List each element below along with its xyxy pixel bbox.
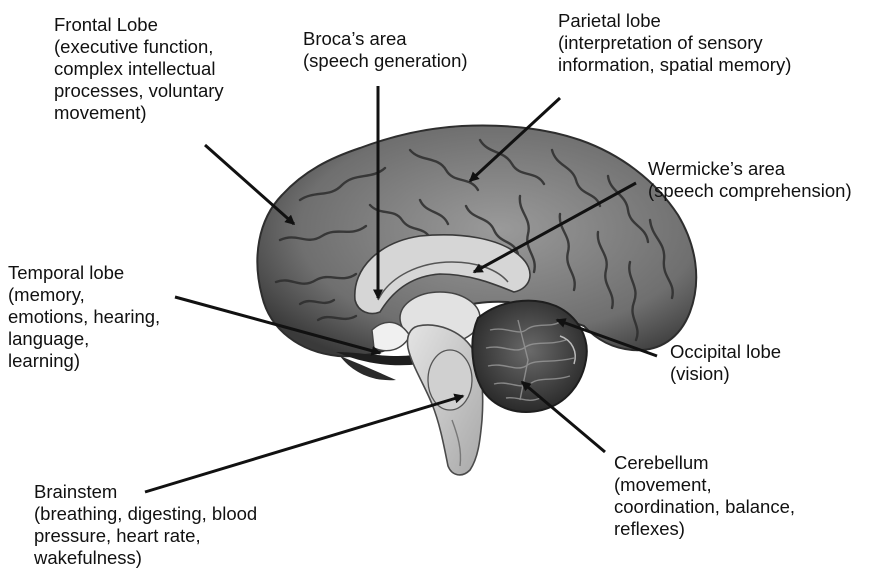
frontal-arrow [205,145,294,224]
brainstem-label: Brainstem (breathing, digesting, blood p… [34,481,257,569]
occipital-lobe-desc: (vision) [670,363,781,385]
cerebellum-shape [472,301,586,412]
brainstem-desc-3: wakefulness) [34,547,257,569]
wernicke-area-title: Wermicke’s area [648,158,852,180]
frontal-lobe-desc-2: complex intellectual [54,58,224,80]
temporal-lobe-desc-4: learning) [8,350,160,372]
occipital-lobe-label: Occipital lobe (vision) [670,341,781,385]
frontal-lobe-desc-3: processes, voluntary [54,80,224,102]
parietal-lobe-desc-2: information, spatial memory) [558,54,791,76]
occipital-lobe-title: Occipital lobe [670,341,781,363]
broca-area-title: Broca’s area [303,28,468,50]
temporal-lobe-desc-2: emotions, hearing, [8,306,160,328]
brainstem-arrow [145,396,463,492]
cerebellum-label: Cerebellum (movement, coordination, bala… [614,452,795,540]
brainstem-desc-1: (breathing, digesting, blood [34,503,257,525]
wernicke-area-desc: (speech comprehension) [648,180,852,202]
temporal-lobe-label: Temporal lobe (memory, emotions, hearing… [8,262,160,372]
cerebellum-desc-1: (movement, [614,474,795,496]
brainstem-desc-2: pressure, heart rate, [34,525,257,547]
parietal-lobe-label: Parietal lobe (interpretation of sensory… [558,10,791,76]
cerebellum-desc-3: reflexes) [614,518,795,540]
cerebellum-desc-2: coordination, balance, [614,496,795,518]
frontal-lobe-desc-4: movement) [54,102,224,124]
temporal-lobe-desc-1: (memory, [8,284,160,306]
frontal-lobe-title: Frontal Lobe [54,14,224,36]
cerebellum-title: Cerebellum [614,452,795,474]
frontal-lobe-label: Frontal Lobe (executive function, comple… [54,14,224,124]
temporal-lobe-title: Temporal lobe [8,262,160,284]
parietal-lobe-title: Parietal lobe [558,10,791,32]
brainstem-title: Brainstem [34,481,257,503]
parietal-lobe-desc-1: (interpretation of sensory [558,32,791,54]
frontal-lobe-desc-1: (executive function, [54,36,224,58]
wernicke-area-label: Wermicke’s area (speech comprehension) [648,158,852,202]
broca-area-label: Broca’s area (speech generation) [303,28,468,72]
temporal-lobe-desc-3: language, [8,328,160,350]
broca-area-desc: (speech generation) [303,50,468,72]
